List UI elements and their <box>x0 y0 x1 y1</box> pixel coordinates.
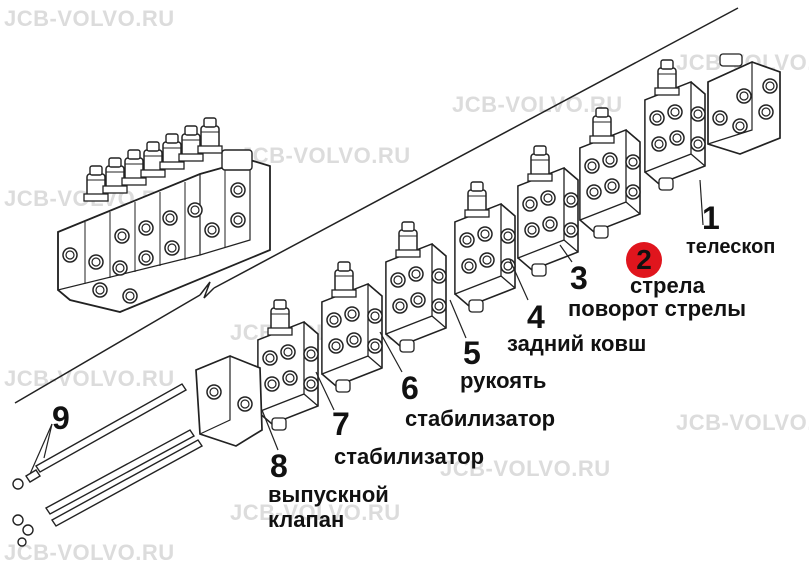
assembled-valve-block <box>57 117 271 313</box>
valve-section-6 <box>386 222 446 352</box>
separator-line <box>14 7 739 404</box>
outlet-end-plate <box>195 355 263 447</box>
tie-rods <box>12 383 204 547</box>
callout-label-3: поворот стрелы <box>568 296 747 321</box>
valve-section-7 <box>322 262 382 392</box>
callout-label-7: стабилизатор <box>334 444 485 469</box>
callout-number-4: 4 <box>527 299 545 335</box>
callout-label-8: выпускной клапан <box>268 482 389 533</box>
leader-lines <box>29 179 704 475</box>
callout-label-2: стрела <box>630 273 705 298</box>
valve-section-3 <box>580 108 640 238</box>
callout-label-5: рукоять <box>460 368 547 393</box>
callout-label-1: телескоп <box>686 236 776 258</box>
callout-number-7: 7 <box>332 406 350 442</box>
callout-number-3: 3 <box>570 260 588 296</box>
valve-section-4 <box>518 146 578 276</box>
callout-number-5: 5 <box>463 335 481 371</box>
callout-number-8: 8 <box>270 448 288 484</box>
valve-section-8 <box>258 300 318 430</box>
callout-badge-2: 2 <box>626 242 662 278</box>
callout-number-6: 6 <box>401 370 419 406</box>
callout-label-6: стабилизатор <box>405 406 556 431</box>
callout-number-1: 1 <box>702 200 720 236</box>
valve-section-5 <box>455 182 515 312</box>
callout-number-9: 9 <box>52 400 70 436</box>
inlet-end-plate <box>707 53 781 155</box>
callout-label-4: задний ковш <box>507 331 647 356</box>
valve-section-2 <box>645 60 705 190</box>
